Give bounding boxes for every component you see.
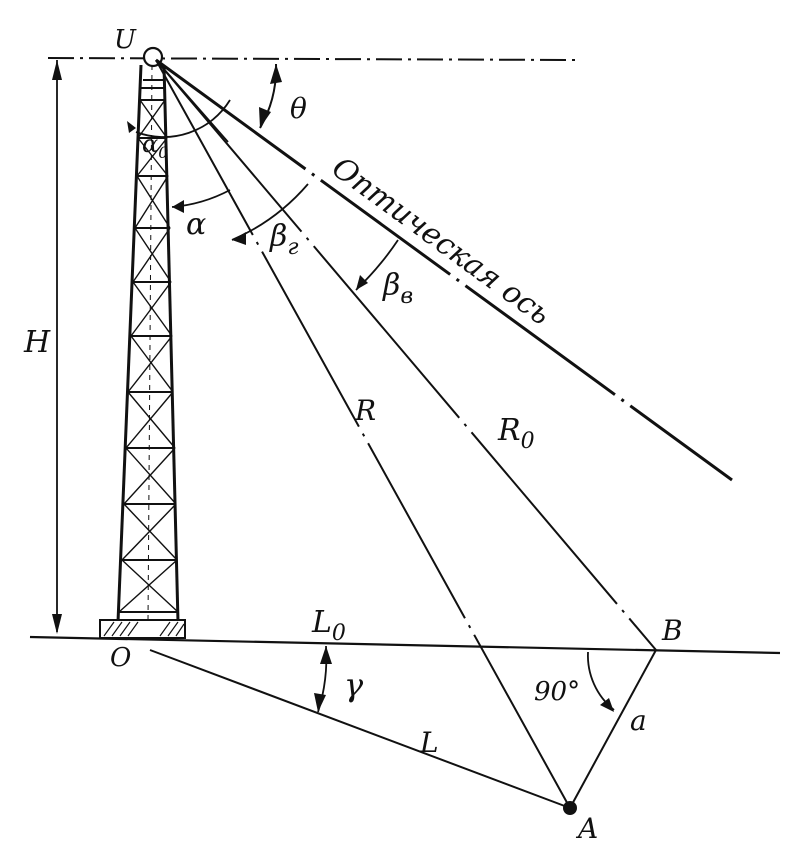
- ray-r0-to-b: [155, 59, 657, 651]
- ray-upper: [155, 59, 229, 143]
- height-dimension: [52, 60, 62, 634]
- ray-r-to-a: [155, 59, 571, 809]
- beta-v-angle-arc: [355, 239, 399, 291]
- right-angle-arc: [587, 651, 615, 712]
- label-offset-a: a: [630, 704, 647, 737]
- label-point-b: B: [661, 614, 683, 647]
- label-height-h: H: [23, 325, 51, 360]
- label-gamma: γ: [344, 666, 364, 704]
- beta-g-angle-arc: [231, 183, 309, 245]
- label-ground-l: L: [419, 726, 439, 759]
- label-alpha: α: [186, 207, 206, 242]
- gamma-angle-arc: [314, 645, 332, 713]
- label-optical-axis: Оптическая ось: [325, 150, 557, 332]
- segment-l-o-to-a: [149, 649, 571, 809]
- optical-axis-line: [155, 58, 733, 482]
- label-ground-l0: L0: [311, 605, 346, 646]
- alpha0-angle-arc: [127, 99, 231, 138]
- alpha-angle-arc: [171, 189, 231, 213]
- label-alpha0: α0: [142, 130, 168, 162]
- top-horizontal-dashdot-line: [47, 57, 581, 61]
- point-a-marker: [563, 801, 577, 815]
- label-right-angle: 90°: [534, 677, 580, 707]
- mast-base: [99, 619, 186, 639]
- label-beta-v: βв: [382, 268, 413, 309]
- segment-a-to-b: [569, 649, 657, 809]
- label-distance-r0: R0: [497, 413, 535, 454]
- label-base-point-o: O: [110, 643, 131, 673]
- theta-angle-arc: [259, 63, 282, 129]
- label-theta: θ: [290, 92, 307, 125]
- label-beta-g: βг: [269, 219, 298, 260]
- lattice-mast: [116, 64, 180, 623]
- label-point-a: A: [575, 812, 598, 845]
- label-top-point-u: U: [114, 25, 137, 55]
- label-distance-r: R: [354, 394, 376, 427]
